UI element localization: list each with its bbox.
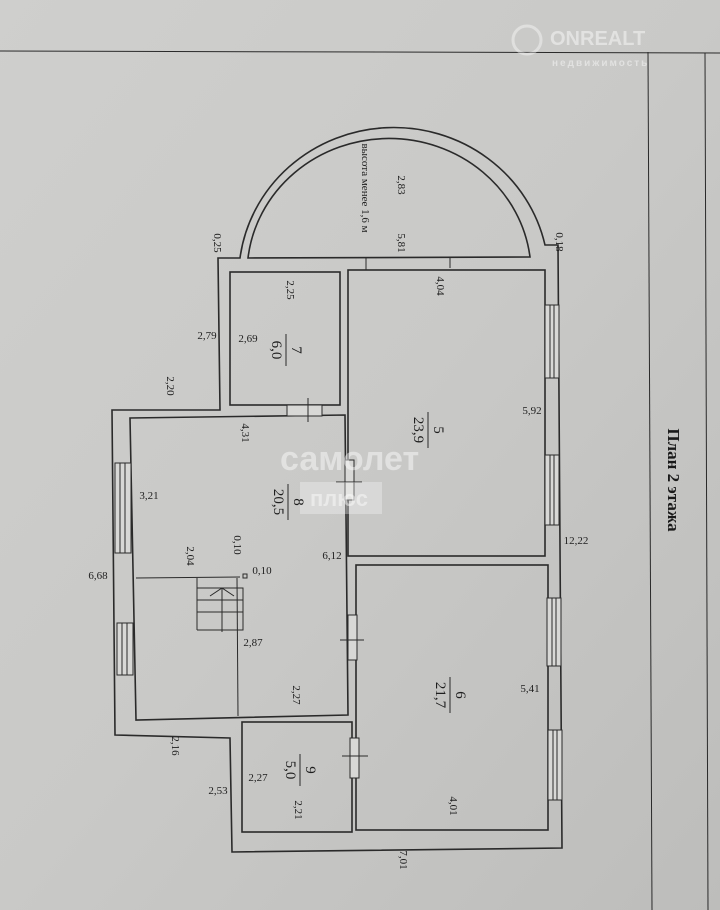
svg-text:6: 6 — [452, 691, 468, 699]
svg-text:недвижимость: недвижимость — [552, 58, 649, 69]
svg-text:7: 7 — [288, 346, 304, 354]
svg-text:2,16: 2,16 — [169, 736, 181, 756]
room-label-9: 9 5,0 — [282, 754, 318, 786]
svg-text:0,18: 0,18 — [553, 232, 565, 252]
room-8 — [129, 414, 349, 721]
svg-text:2,69: 2,69 — [238, 333, 258, 345]
svg-text:7,01: 7,01 — [397, 850, 409, 869]
svg-text:0,25: 0,25 — [211, 233, 223, 253]
windows — [114, 304, 563, 801]
svg-text:плюс: плюс — [310, 486, 368, 511]
svg-text:0,10: 0,10 — [252, 565, 272, 577]
svg-text:2,27: 2,27 — [248, 772, 268, 784]
room-7 — [229, 271, 341, 406]
stairs — [196, 573, 248, 632]
svg-text:6,68: 6,68 — [88, 570, 108, 582]
room-6 — [355, 564, 549, 831]
outer-wall — [111, 126, 563, 853]
sheet-frame — [0, 50, 720, 910]
room-label-6: 6 21,7 — [432, 677, 468, 713]
svg-text:5,92: 5,92 — [522, 405, 541, 417]
watermark-onrealt: ONREALT недвижимость — [511, 24, 649, 69]
arch-inner-wall — [247, 137, 531, 259]
svg-text:8: 8 — [290, 498, 306, 506]
room-label-7: 7 6,0 — [268, 334, 304, 366]
doors — [286, 398, 368, 779]
svg-text:5,81: 5,81 — [395, 233, 407, 252]
svg-text:4,01: 4,01 — [447, 796, 459, 815]
svg-text:2,20: 2,20 — [164, 376, 176, 396]
watermark-samolet: самолет плюс — [280, 440, 419, 514]
room-label-5: 5 23,9 — [410, 412, 446, 448]
room-5 — [347, 269, 546, 557]
svg-text:2,04: 2,04 — [184, 546, 196, 566]
svg-text:2,27: 2,27 — [290, 685, 302, 705]
svg-text:2,87: 2,87 — [243, 637, 263, 649]
height-note: высота менее 1,6 м — [359, 143, 371, 232]
room-label-8: 8 20,5 — [270, 484, 306, 520]
svg-text:21,7: 21,7 — [432, 682, 448, 709]
svg-text:9: 9 — [302, 766, 318, 774]
svg-text:23,9: 23,9 — [410, 417, 426, 443]
svg-text:5,41: 5,41 — [520, 683, 539, 695]
svg-text:4,31: 4,31 — [239, 423, 251, 442]
svg-text:5: 5 — [430, 426, 446, 434]
svg-text:3,21: 3,21 — [139, 490, 158, 502]
svg-text:4,04: 4,04 — [434, 276, 446, 296]
dimension-labels: 2,83 5,81 0,25 0,18 2,25 4,04 2,20 4,31 … — [88, 175, 588, 869]
plan-title: План 2 этажа — [664, 428, 683, 532]
svg-text:0,10: 0,10 — [231, 535, 243, 555]
svg-text:20,5: 20,5 — [270, 489, 286, 515]
svg-text:2,21: 2,21 — [292, 800, 304, 819]
svg-text:6,12: 6,12 — [322, 550, 341, 562]
svg-text:6,0: 6,0 — [268, 341, 284, 360]
svg-text:2,53: 2,53 — [208, 785, 228, 797]
svg-text:5,0: 5,0 — [282, 761, 298, 780]
svg-text:12,22: 12,22 — [564, 535, 589, 547]
svg-text:2,79: 2,79 — [197, 330, 217, 342]
svg-text:2,25: 2,25 — [284, 280, 296, 300]
svg-text:ONREALT: ONREALT — [550, 28, 645, 50]
svg-text:самолет: самолет — [280, 440, 419, 478]
svg-text:2,83: 2,83 — [395, 175, 407, 195]
